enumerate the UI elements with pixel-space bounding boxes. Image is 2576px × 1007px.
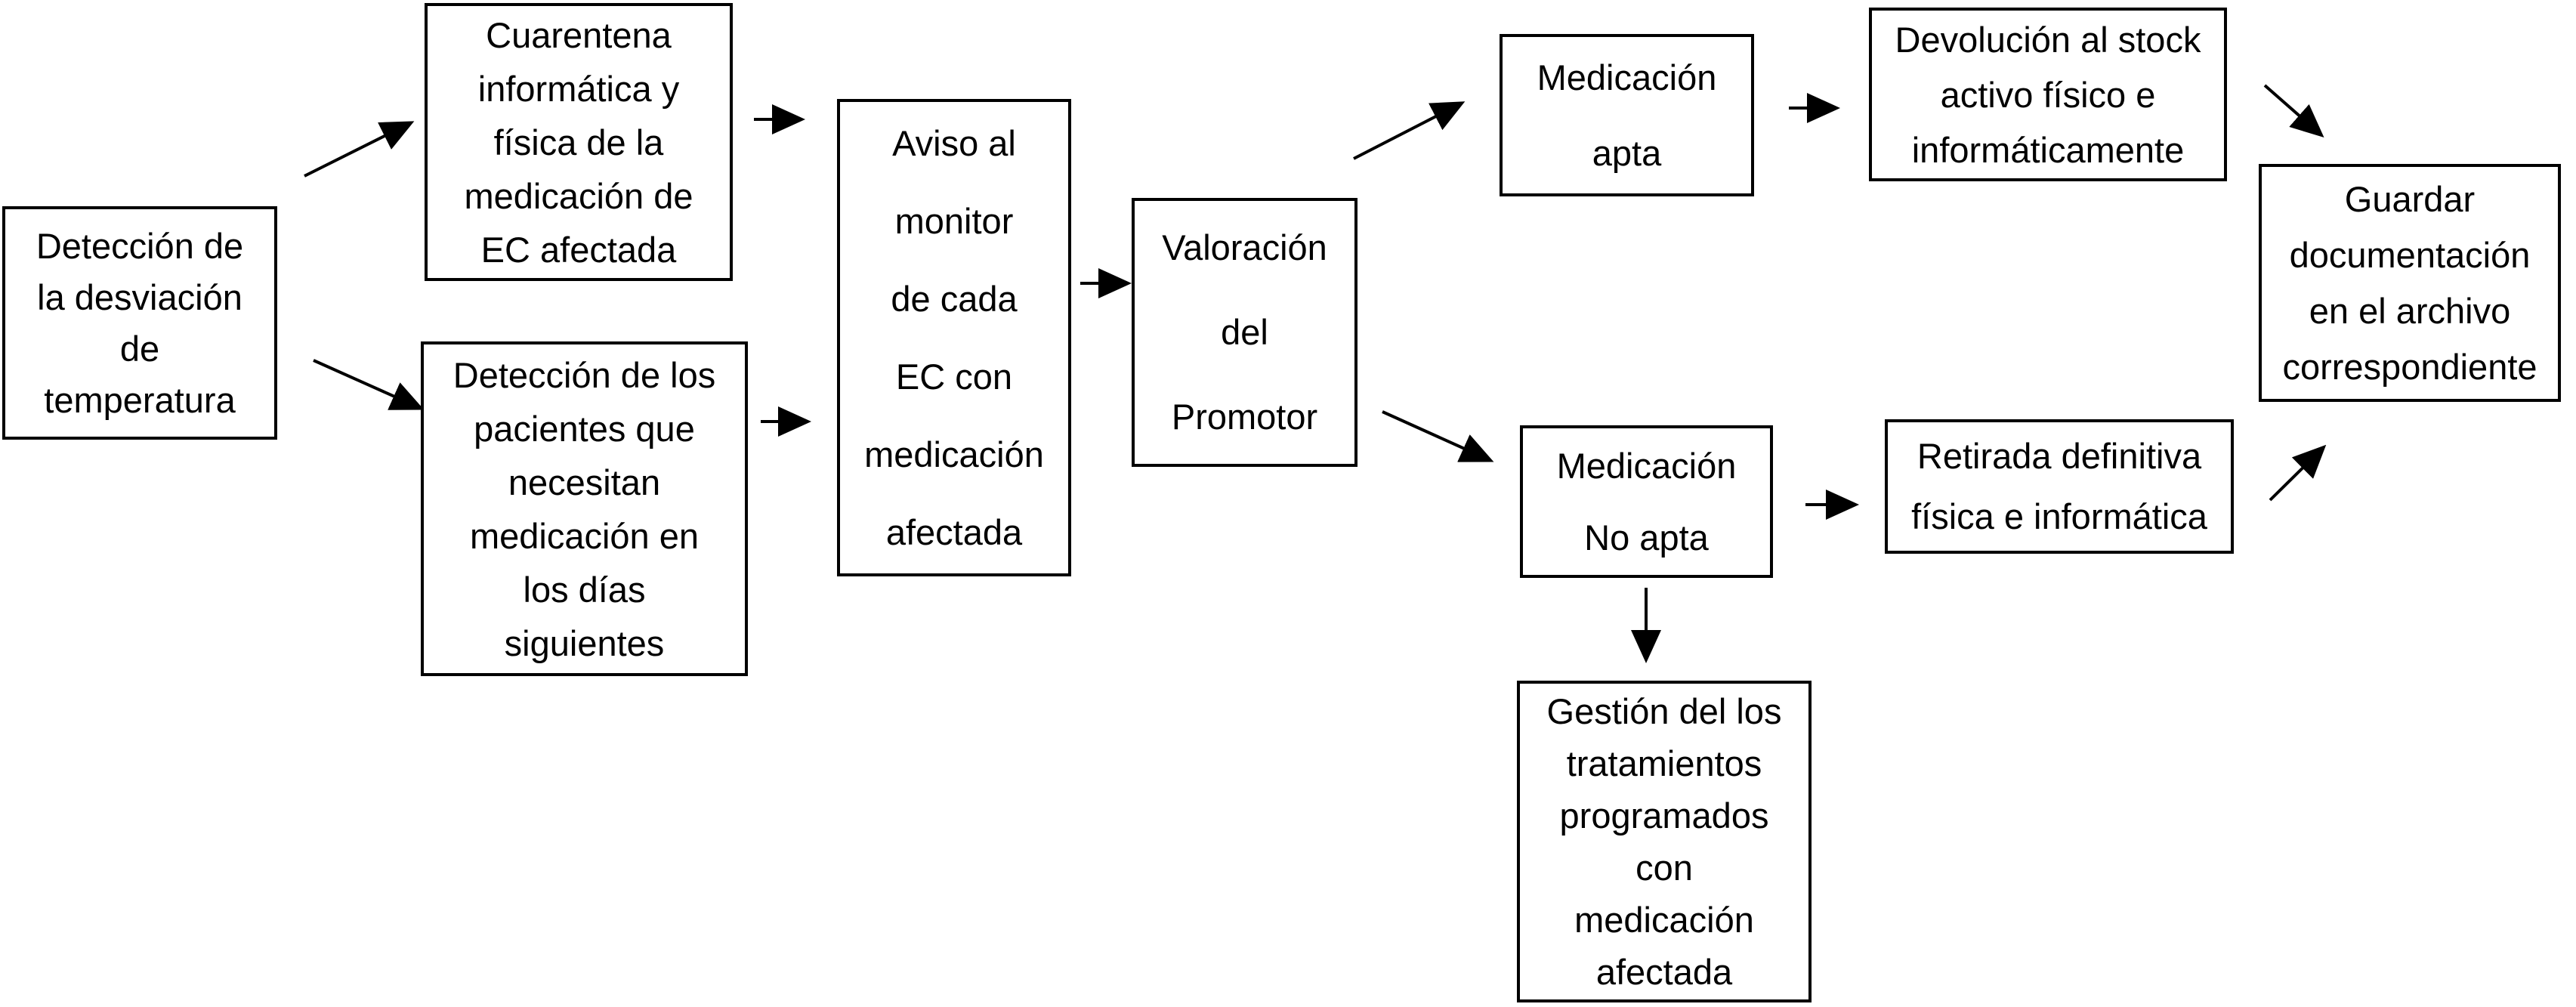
node-deteccion-desviacion-temperatura: Detección de la desviación de temperatur…: [2, 206, 277, 440]
arrow-deteccion-to-pacientes: [313, 359, 425, 410]
node-medicacion-apta: Medicación apta: [1500, 34, 1754, 196]
node-valoracion-promotor: Valoración del Promotor: [1132, 198, 1357, 467]
node-aviso-monitor: Aviso al monitor de cada EC con medicaci…: [837, 99, 1071, 576]
node-medicacion-no-apta: Medicación No apta: [1520, 425, 1773, 578]
node-guardar-documentacion: Guardar documentación en el archivo corr…: [2259, 164, 2561, 402]
node-retirada-definitiva: Retirada definitiva física e informática: [1885, 419, 2234, 554]
node-deteccion-pacientes: Detección de los pacientes que necesitan…: [421, 341, 748, 676]
node-gestion-tratamientos: Gestión del los tratamientos programados…: [1517, 681, 1812, 1002]
node-cuarentena-informatica-fisica: Cuarentena informática y física de la me…: [425, 3, 733, 281]
arrow-retirada-to-guardar: [2269, 444, 2327, 502]
arrow-valoracion-to-apta: [1353, 101, 1466, 160]
node-devolucion-stock: Devolución al stock activo físico e info…: [1869, 8, 2227, 181]
arrow-deteccion-to-cuarentena: [304, 121, 415, 178]
arrow-devolucion-to-guardar: [2263, 84, 2324, 137]
arrow-valoracion-to-no-apta: [1382, 410, 1494, 462]
